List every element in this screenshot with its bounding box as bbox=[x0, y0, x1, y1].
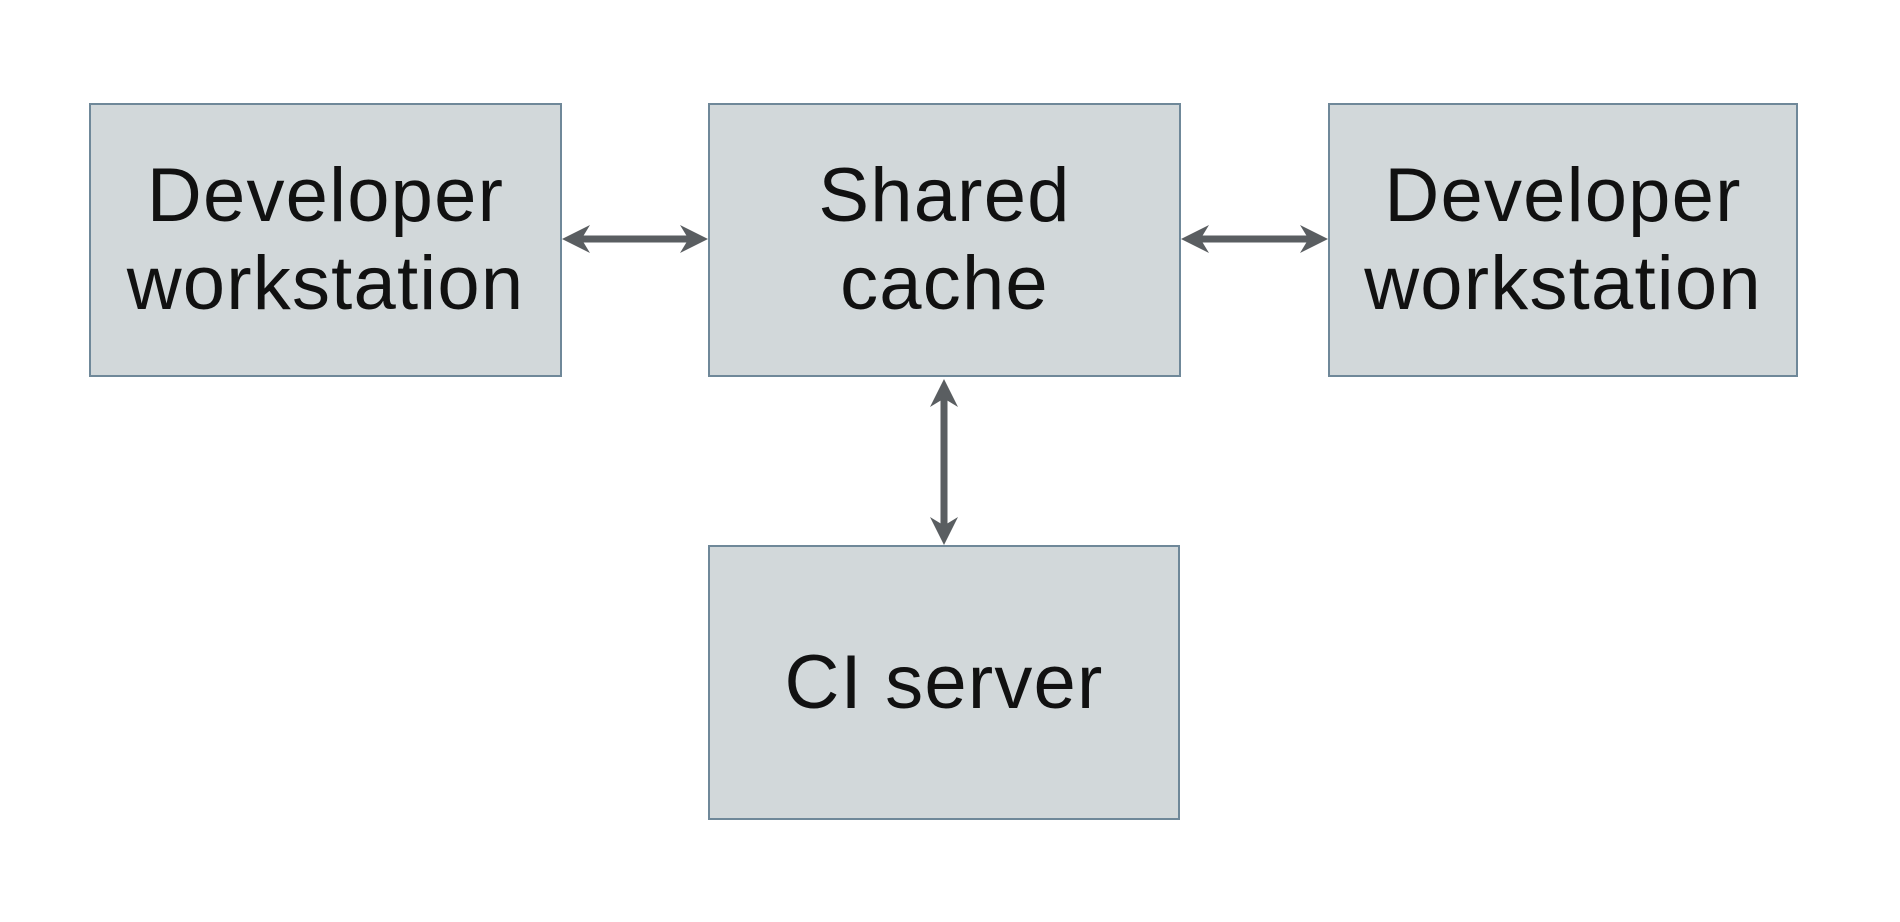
node-ci-server: CI server bbox=[708, 545, 1180, 820]
bidirectional-arrow-cache-to-ci-server bbox=[930, 379, 958, 545]
arrowhead-icon bbox=[680, 225, 708, 253]
node-developer-workstation-left: Developer workstation bbox=[89, 103, 562, 377]
arrowhead-icon bbox=[1181, 225, 1209, 253]
arrowhead-icon bbox=[562, 225, 590, 253]
arrowhead-icon bbox=[1300, 225, 1328, 253]
node-label: CI server bbox=[784, 639, 1104, 725]
node-label: Shared cache bbox=[818, 153, 1071, 326]
arrowhead-icon bbox=[930, 379, 958, 407]
node-shared-cache: Shared cache bbox=[708, 103, 1181, 377]
node-label: Developer workstation bbox=[126, 153, 525, 326]
arrowhead-icon bbox=[930, 517, 958, 545]
node-label: Developer workstation bbox=[1364, 153, 1762, 326]
bidirectional-arrow-left-workstation-to-cache bbox=[562, 225, 708, 253]
bidirectional-arrow-cache-to-right-workstation bbox=[1181, 225, 1328, 253]
node-developer-workstation-right: Developer workstation bbox=[1328, 103, 1798, 377]
